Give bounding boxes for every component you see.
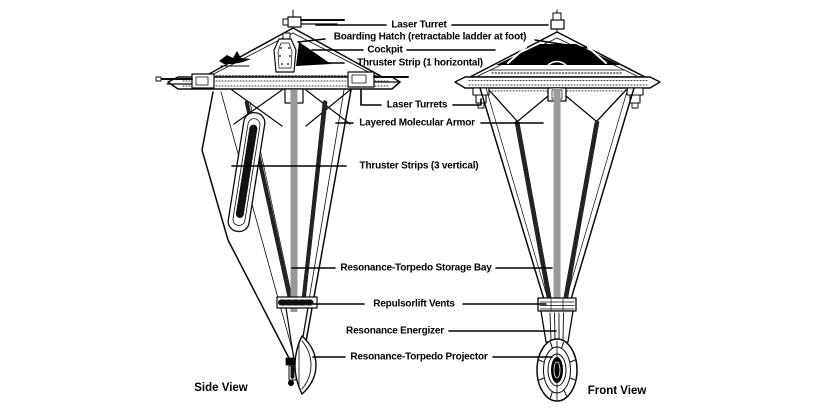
front-hull [479,87,635,317]
front-view-caption: Front View [587,385,647,397]
side-torpedo-projector [294,335,317,395]
front-view-drawing [454,9,661,402]
front-apex-laser-turret [550,9,565,35]
callout-torpedo-storage-bay: Resonance-Torpedo Storage Bay [340,262,492,274]
front-resonance-energizer [540,310,574,343]
callout-layered-molecular-armor: Layered Molecular Armor [359,117,475,129]
side-thruster-pod [227,111,266,233]
front-roof [469,31,646,78]
callout-laser-turrets: Laser Turrets [386,99,448,111]
callout-torpedo-projector: Resonance-Torpedo Projector [350,351,488,363]
callout-resonance-energizer: Resonance Energizer [346,325,444,337]
side-brim-laser-turret-left [155,73,215,89]
side-cockpit-window [296,42,331,66]
side-view-caption: Side View [194,382,248,394]
front-brim-thruster-strip [454,76,661,92]
front-torpedo-projector [536,338,578,402]
front-cockpit-window [496,44,620,65]
side-brim-laser-turret-right [347,71,409,88]
side-support-struts [231,88,351,127]
callout-thruster-strips-vertical: Thruster Strips (3 vertical) [359,160,479,172]
side-hull [201,89,352,365]
side-boarding-hatch [273,32,297,73]
callout-laser-turret: Laser Turret [391,19,447,31]
callout-leader-lines [231,24,587,358]
side-repulsorlift-vents [276,296,318,309]
side-view-drawing [155,9,409,395]
side-apex-laser-turret [282,9,345,31]
callout-cockpit: Cockpit [367,44,403,56]
callout-thruster-strip-horizontal: Thruster Strip (1 horizontal) [357,57,483,69]
side-roof-ornament [219,51,251,67]
callout-repulsorlift-vents: Repulsorlift Vents [373,298,455,310]
callout-boarding-hatch: Boarding Hatch (retractable ladder at fo… [333,31,527,43]
